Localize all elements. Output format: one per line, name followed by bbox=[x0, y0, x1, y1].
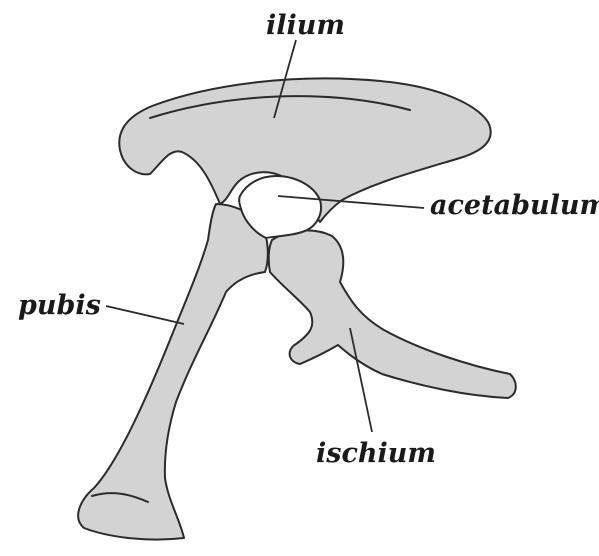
ischium-bone bbox=[269, 230, 516, 398]
pubis-label: pubis bbox=[18, 290, 101, 321]
ilium-label: ilium bbox=[266, 10, 345, 41]
acetabulum-label: acetabulum bbox=[430, 190, 599, 221]
ischium-label: ischium bbox=[316, 438, 436, 469]
pubis-leader bbox=[106, 306, 184, 324]
pubis-bone bbox=[78, 204, 268, 540]
